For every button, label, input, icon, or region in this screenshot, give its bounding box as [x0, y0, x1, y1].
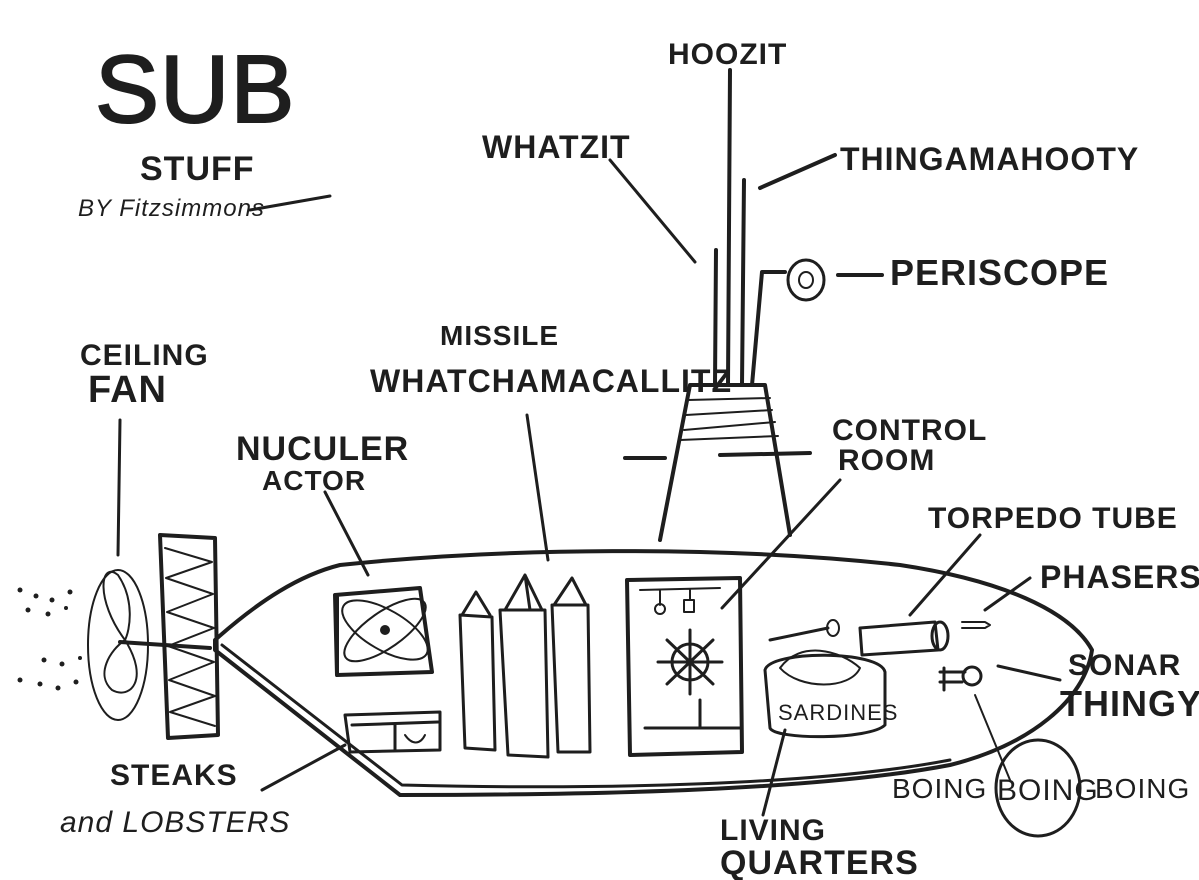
bubbles — [17, 587, 82, 691]
reactor-orbit-2 — [343, 597, 427, 663]
leader-steaks — [260, 743, 347, 792]
can-key — [768, 626, 830, 642]
leader-living-quarters — [761, 728, 787, 817]
ship-wheel-spokes — [656, 628, 724, 696]
sonar-dish — [961, 665, 983, 687]
label-thingy: THINGY — [1060, 683, 1199, 724]
periscope-lens — [786, 258, 826, 302]
label-phasers: PHASERS — [1040, 559, 1199, 595]
byline-flourish — [248, 194, 332, 212]
sonar-device — [938, 666, 967, 692]
mast-hoozit — [713, 68, 732, 387]
title-stuff: STUFF — [140, 150, 255, 188]
label-control: CONTROL — [832, 414, 987, 447]
conning-tower — [658, 383, 792, 542]
tower-wrap — [679, 397, 779, 441]
control-room-box — [625, 576, 744, 757]
label-lobsters: and LOBSTERS — [60, 806, 290, 839]
torpedo-tube — [858, 620, 940, 657]
title-sub: SUB — [95, 36, 295, 143]
label-sardines: SARDINES — [778, 700, 898, 725]
label-quarters: QUARTERS — [720, 844, 919, 880]
missiles — [458, 573, 592, 759]
reactor-orbit-1 — [341, 599, 429, 661]
periscope-lens-inner — [798, 271, 814, 289]
fridge — [343, 710, 442, 754]
label-periscope: PERISCOPE — [890, 252, 1109, 293]
control-console — [643, 698, 742, 730]
label-steaks: STEAKS — [110, 759, 238, 792]
leader-boing — [974, 694, 1011, 781]
propeller-blades — [102, 570, 138, 694]
label-fan: FAN — [88, 369, 167, 411]
leader-torpedo — [908, 533, 982, 617]
label-ceiling: CEILING — [80, 339, 209, 372]
label-room: ROOM — [838, 444, 935, 477]
label-sonar: SONAR — [1068, 649, 1181, 682]
control-gauges — [639, 587, 721, 606]
gauge-2 — [683, 599, 695, 613]
sardine-lid — [779, 649, 861, 686]
leader-missile — [525, 413, 550, 562]
reactor-box — [333, 586, 434, 677]
phaser-gun — [961, 621, 991, 629]
label-torpedo-tube: TORPEDO TUBE — [928, 502, 1178, 535]
mast-periscope — [750, 270, 787, 387]
tower-fins — [623, 451, 812, 460]
leader-sonar — [996, 664, 1062, 682]
leader-thingamahooty — [758, 153, 837, 190]
leader-ceiling-fan — [116, 418, 122, 557]
label-hoozit: HOOZIT — [668, 38, 787, 71]
title-byline: BY Fitzsimmons — [78, 195, 265, 222]
mast-thingamahooty — [740, 178, 746, 387]
boing-circle — [994, 738, 1082, 838]
rudder — [158, 533, 220, 740]
can-key-ring — [826, 619, 840, 637]
label-missile: MISSILE — [440, 320, 559, 351]
leader-phasers — [983, 576, 1032, 612]
label-nuculer: NUCULER — [236, 430, 409, 468]
leader-whatzit — [608, 158, 697, 264]
label-living: LIVING — [720, 814, 826, 847]
torpedo-tube-mouth — [930, 620, 950, 652]
sardine-can — [763, 653, 887, 739]
label-boing-2: BOING — [997, 774, 1099, 807]
reactor-nucleus — [380, 625, 390, 635]
label-whatchamacallitz: WHATCHAMACALLITZ — [370, 363, 732, 399]
hull-outline-inner — [220, 643, 952, 789]
label-boing-1: BOING — [892, 773, 987, 804]
label-whatzit: WHATZIT — [482, 129, 631, 165]
hull-outline — [213, 549, 1094, 797]
fridge-smile — [404, 734, 426, 744]
label-boing-3: BOING — [1095, 773, 1190, 804]
leader-control-room — [720, 478, 842, 610]
label-actor: ACTOR — [262, 465, 366, 496]
leader-nuculer — [323, 490, 370, 577]
rudder-zigzag — [164, 547, 216, 727]
label-thingamahooty: THINGAMAHOOTY — [840, 141, 1139, 177]
gauge-1 — [654, 603, 666, 615]
